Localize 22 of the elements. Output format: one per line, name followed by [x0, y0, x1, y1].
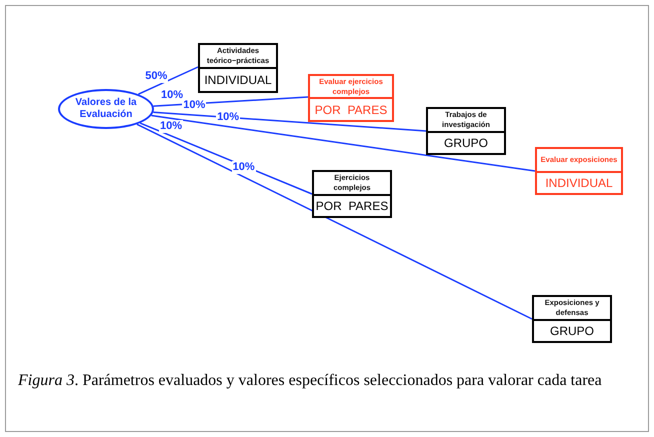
evaluation-mode: INDIVIDUAL — [544, 175, 614, 192]
task-box — [426, 107, 506, 155]
connector-line — [138, 66, 198, 95]
evaluation-mode: GRUPO — [548, 323, 595, 340]
evaluation-mode: GRUPO — [442, 135, 489, 152]
task-box — [312, 170, 392, 218]
edge-label: 10% — [232, 160, 256, 174]
evaluation-mode: POR PARES — [314, 198, 390, 215]
task-box — [535, 147, 623, 195]
task-box — [308, 74, 394, 122]
edge-label: 10% — [159, 120, 184, 133]
node-label: Valores de la Evaluación — [74, 96, 138, 122]
connector-line — [153, 112, 426, 132]
evaluation-mode: INDIVIDUAL — [203, 72, 273, 89]
edge-label: 50% — [144, 70, 168, 84]
task-box — [198, 43, 278, 93]
connector-line — [151, 114, 536, 172]
task-box — [532, 295, 612, 343]
evaluation-mode: POR PARES — [314, 102, 388, 118]
ellipse-node — [58, 89, 154, 129]
connector-line — [136, 124, 532, 320]
figure-caption: Figura 3. Parámetros evaluados y valores específicos seleccionados para valorar cada tarea — [18, 371, 603, 390]
